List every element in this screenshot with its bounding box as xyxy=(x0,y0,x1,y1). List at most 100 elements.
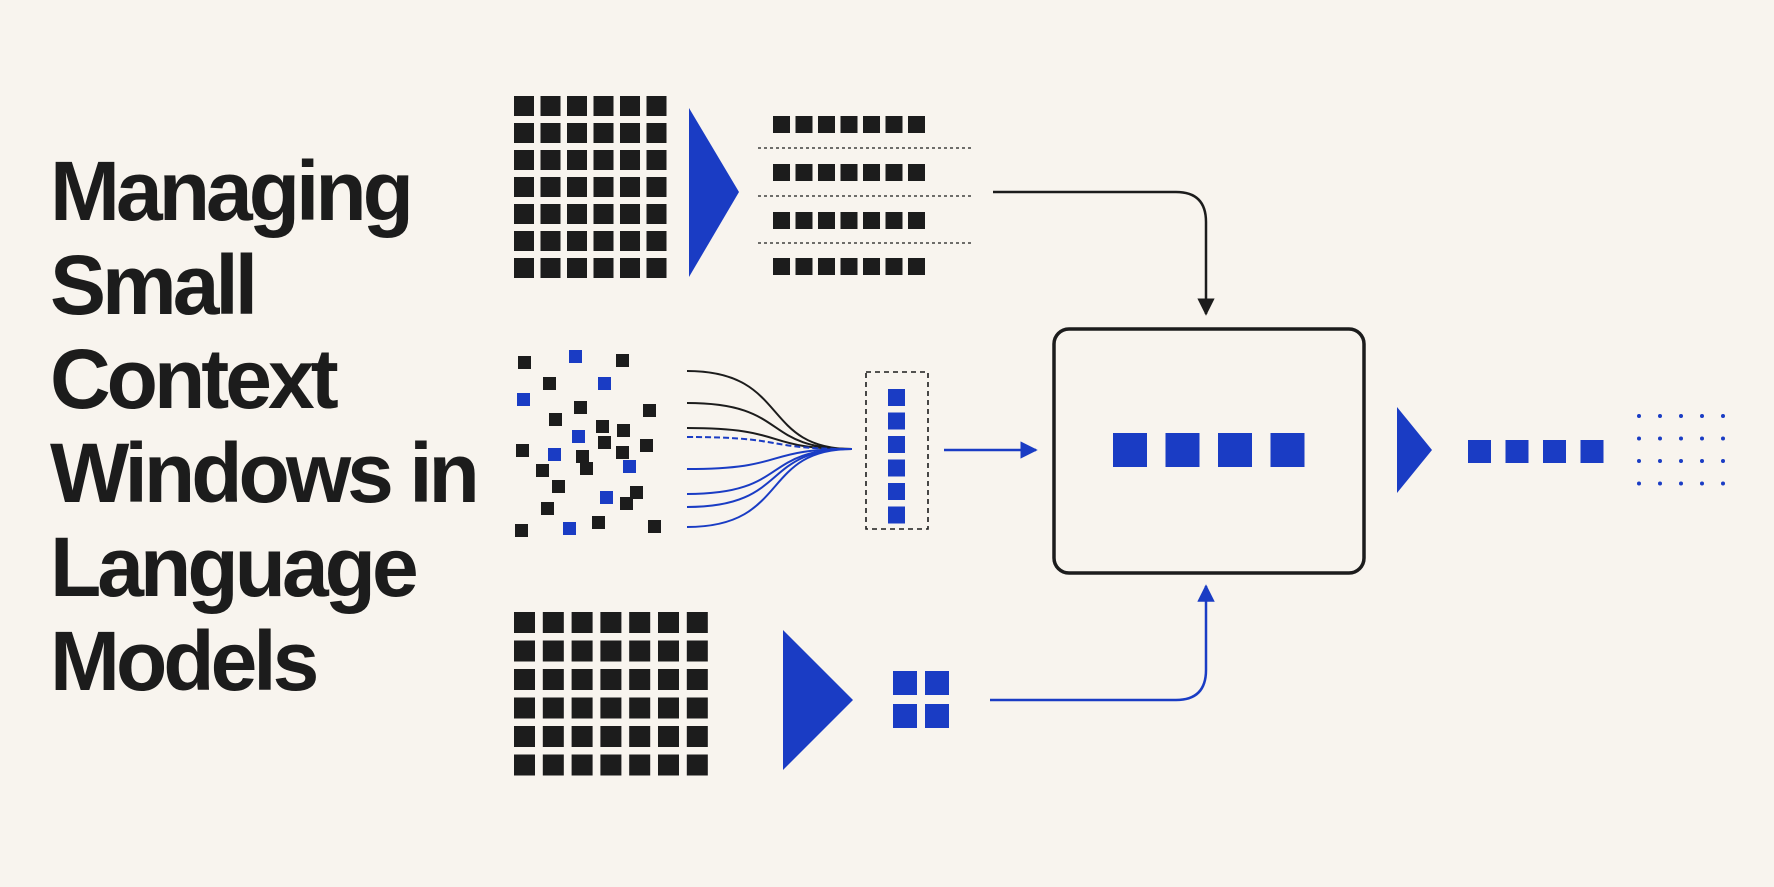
summary-token xyxy=(795,116,813,133)
scattered-token xyxy=(549,413,562,426)
output-dot xyxy=(1700,459,1704,463)
strand xyxy=(686,448,853,470)
summary-token xyxy=(818,116,835,133)
input-token xyxy=(686,726,708,747)
output-dot xyxy=(1700,481,1704,486)
input-token xyxy=(540,258,561,278)
input-token xyxy=(567,177,587,197)
input-token xyxy=(629,640,651,662)
compressed-to-model-arrow xyxy=(990,584,1215,702)
summary-token xyxy=(840,212,858,229)
scattered-token xyxy=(648,520,661,533)
input-token xyxy=(514,697,535,719)
input-token xyxy=(686,612,708,633)
context-token xyxy=(1113,433,1147,467)
input-token xyxy=(620,177,640,197)
input-token xyxy=(514,123,534,143)
input-token xyxy=(658,669,679,690)
input-token xyxy=(629,669,651,690)
output-dot xyxy=(1721,459,1725,463)
input-token xyxy=(646,150,667,170)
input-token xyxy=(542,697,564,719)
input-token xyxy=(620,231,640,251)
compress-input-grid xyxy=(514,612,708,776)
input-token xyxy=(514,204,534,224)
input-token xyxy=(567,123,587,143)
input-token xyxy=(686,640,708,662)
output-dot xyxy=(1679,481,1683,486)
context-token xyxy=(1165,433,1200,467)
strand xyxy=(686,436,853,450)
input-token xyxy=(658,612,679,633)
summary-token xyxy=(908,116,925,133)
input-token xyxy=(593,231,614,251)
input-token xyxy=(686,754,708,776)
scattered-token xyxy=(576,450,589,463)
input-token xyxy=(514,640,535,662)
input-token xyxy=(600,754,622,776)
input-token xyxy=(686,697,708,719)
input-token xyxy=(542,754,564,776)
compressed-token xyxy=(893,671,917,695)
summary-token xyxy=(840,258,858,275)
context-token xyxy=(1218,433,1252,467)
page-title: Managing Small Context Windows in Langua… xyxy=(50,144,490,708)
output-dot-grid xyxy=(1637,414,1725,486)
input-token xyxy=(571,697,593,719)
summary-token xyxy=(908,164,925,181)
output-dot xyxy=(1658,459,1662,463)
output-token xyxy=(1580,440,1604,463)
summary-token xyxy=(885,258,903,275)
strand xyxy=(686,402,853,450)
title-line-5: Language xyxy=(50,520,419,614)
input-token xyxy=(600,669,622,690)
input-token xyxy=(646,123,667,143)
selected-token xyxy=(888,483,905,500)
summary-token xyxy=(773,164,790,181)
scattered-token xyxy=(640,439,653,452)
input-token xyxy=(540,204,561,224)
input-token xyxy=(620,204,640,224)
output-dot xyxy=(1721,436,1725,441)
retrieval-strands xyxy=(686,370,853,528)
output-dot xyxy=(1658,436,1662,441)
title-line-4: Windows in xyxy=(50,426,480,520)
input-token xyxy=(600,612,622,633)
input-token xyxy=(567,258,587,278)
input-token xyxy=(514,669,535,690)
compressed-tokens xyxy=(893,671,949,728)
scattered-token xyxy=(552,480,565,493)
scattered-token xyxy=(574,401,587,414)
scattered-token xyxy=(517,393,530,406)
context-token xyxy=(1270,433,1305,467)
input-token xyxy=(567,96,587,116)
input-token xyxy=(593,96,614,116)
scattered-token xyxy=(600,491,613,504)
scattered-token xyxy=(598,436,611,449)
summarize-input-grid xyxy=(514,96,667,278)
input-token xyxy=(658,754,679,776)
input-token xyxy=(593,177,614,197)
context-window-tokens xyxy=(1113,433,1305,467)
output-dot xyxy=(1637,459,1641,463)
scattered-token xyxy=(580,462,593,475)
input-token xyxy=(540,177,561,197)
input-token xyxy=(542,726,564,747)
output-dot xyxy=(1700,436,1704,441)
input-token xyxy=(593,123,614,143)
summary-token xyxy=(885,212,903,229)
input-token xyxy=(571,640,593,662)
summary-separators xyxy=(758,147,974,244)
summary-token xyxy=(818,164,835,181)
summary-token xyxy=(908,212,925,229)
summary-to-model-arrow xyxy=(993,190,1215,316)
input-token xyxy=(514,150,534,170)
input-token xyxy=(514,96,534,116)
context-window-box xyxy=(1052,327,1366,575)
input-token xyxy=(593,150,614,170)
summary-token xyxy=(863,116,880,133)
selected-token xyxy=(888,436,905,453)
input-token xyxy=(629,754,651,776)
summarized-token-rows xyxy=(773,116,925,275)
output-dot xyxy=(1721,481,1725,486)
